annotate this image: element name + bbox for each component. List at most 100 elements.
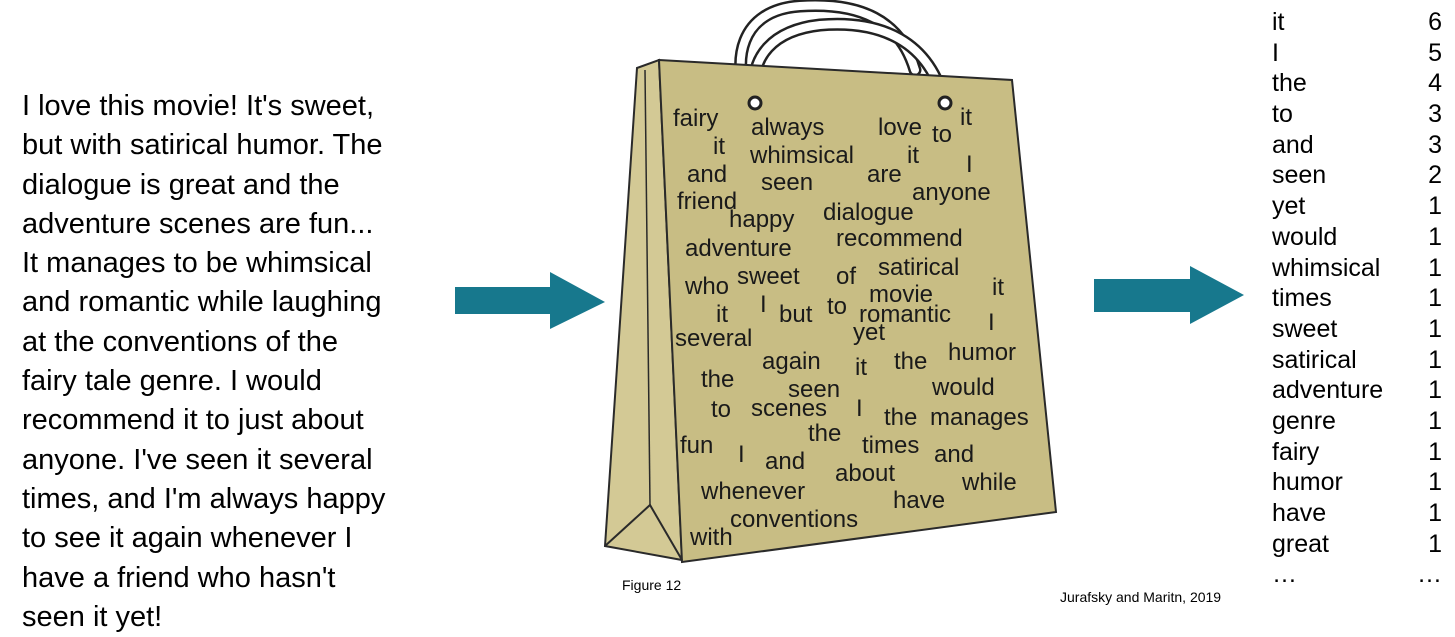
bag-word: the — [884, 404, 917, 431]
bag-word: adventure — [685, 235, 792, 262]
bag-word: it — [713, 133, 725, 160]
word-label: fairy — [1272, 437, 1320, 466]
bag-word: dialogue — [823, 199, 914, 226]
word-count: 1 — [1428, 406, 1442, 435]
credit-text: Jurafsky and Maritn, 2019 — [1060, 589, 1222, 605]
bag-word: about — [835, 460, 895, 487]
bag-word: I — [760, 291, 767, 318]
bag-word: again — [762, 348, 821, 375]
review-line: times, and I'm always happy — [22, 482, 386, 515]
bag-word: to — [711, 396, 731, 423]
bag-word: it — [992, 274, 1004, 301]
word-label: yet — [1272, 192, 1306, 221]
bag-word: it — [907, 142, 919, 169]
bag-word: scenes — [751, 395, 827, 422]
bag-front-panel — [657, 58, 1058, 564]
bag-word: manages — [930, 404, 1029, 431]
word-label: the — [1272, 69, 1307, 98]
word-count: 1 — [1428, 468, 1442, 497]
bag-word: friend — [677, 188, 737, 215]
word-label: and — [1272, 130, 1314, 159]
list-item: fairy 1 — [1272, 437, 1442, 468]
list-item: whimsical 1 — [1272, 253, 1442, 284]
review-line: dialogue is great and the — [22, 168, 340, 201]
word-count: 1 — [1428, 192, 1442, 221]
review-line: I love this movie! It's sweet, — [22, 90, 375, 122]
bag-word: recommend — [836, 225, 963, 252]
bag-word: fun — [680, 432, 713, 459]
word-count: 1 — [1428, 345, 1442, 374]
review-line: seen it yet! — [22, 600, 163, 633]
word-count: 1 — [1428, 253, 1442, 282]
review-line: have a friend who hasn't — [22, 561, 336, 594]
bag-word: it — [716, 301, 728, 328]
word-count: 4 — [1428, 69, 1442, 98]
word-label: times — [1272, 284, 1332, 313]
list-item: adventure 1 — [1272, 375, 1442, 406]
list-item: …… — [1272, 559, 1442, 590]
word-label: satirical — [1272, 345, 1357, 374]
word-count: 3 — [1428, 130, 1442, 159]
bag-word: who — [684, 273, 729, 300]
bag-word: and — [687, 161, 727, 188]
word-label: would — [1272, 222, 1338, 251]
bag-word: seen — [788, 376, 840, 403]
word-count: 1 — [1428, 376, 1442, 405]
bag-word: I — [988, 309, 995, 336]
review-line: adventure scenes are fun... — [22, 207, 374, 240]
bag-word: it — [855, 354, 867, 381]
list-item: genre 1 — [1272, 406, 1442, 437]
bag-word: to — [827, 293, 847, 320]
bag-word: love — [878, 114, 922, 141]
list-item: the 4 — [1272, 68, 1442, 99]
word-count: 1 — [1428, 314, 1442, 343]
list-item: have 1 — [1272, 498, 1442, 529]
word-label: sweet — [1272, 314, 1338, 343]
bag-word: movie — [869, 281, 933, 308]
word-label: adventure — [1272, 376, 1384, 405]
bag-word: while — [961, 469, 1017, 496]
word-label: have — [1272, 499, 1327, 527]
bag-word: times — [862, 432, 919, 459]
bag-word: and — [765, 448, 805, 475]
word-label: genre — [1272, 406, 1336, 435]
bag-word: anyone — [912, 179, 991, 206]
review-line: anyone. I've seen it several — [22, 443, 373, 476]
review-line: and romantic while laughing — [22, 286, 382, 319]
word-count: 1 — [1428, 437, 1442, 466]
list-item: sweet 1 — [1272, 314, 1442, 345]
word-label: it — [1272, 8, 1285, 36]
bag-word: whenever — [700, 478, 805, 505]
word-label: whimsical — [1272, 253, 1381, 282]
bag-word: seen — [761, 169, 813, 196]
bag-word: yet — [853, 319, 885, 346]
bag-word: always — [751, 114, 824, 141]
word-label: great — [1272, 529, 1329, 558]
review-line: It manages to be whimsical — [22, 247, 372, 280]
bag-word: the — [894, 348, 927, 375]
list-item: yet 1 — [1272, 191, 1442, 222]
bag-word: I — [856, 395, 863, 422]
bag-word: happy — [729, 206, 794, 233]
bag-word: several — [675, 325, 752, 352]
review-text: I love this movie! It's sweet, but with … — [22, 87, 452, 637]
bag-word: the — [701, 366, 734, 393]
word-label: I — [1272, 38, 1279, 67]
review-line: recommend it to just about — [22, 404, 364, 437]
bag-word: whimsical — [749, 142, 854, 169]
word-label: seen — [1272, 161, 1327, 190]
bag-word: and — [934, 441, 974, 468]
review-line: at the conventions of the — [22, 325, 338, 358]
word-count: 1 — [1428, 499, 1442, 527]
word-label: to — [1272, 100, 1293, 129]
bag-word: to — [932, 121, 952, 148]
bag-word: conventions — [730, 506, 858, 533]
bag-word: I — [738, 441, 745, 468]
